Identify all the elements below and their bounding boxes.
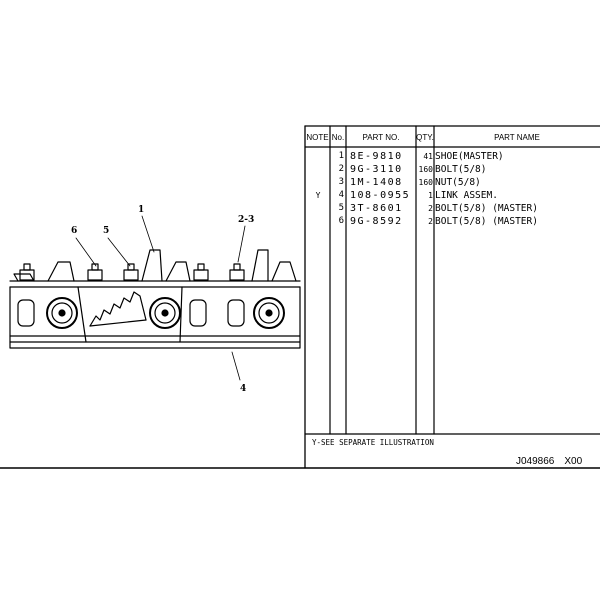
row-note: [308, 202, 328, 215]
header-part-no: PART NO.: [362, 132, 400, 142]
row-note: [308, 163, 328, 176]
header-part-name: PART NAME: [494, 132, 540, 142]
row-qty: 160: [418, 178, 433, 187]
row-part-no: 3T-8601: [350, 203, 403, 214]
row-number: 6: [338, 216, 344, 226]
row-number: 2: [338, 164, 344, 174]
header-note: NOTE: [306, 132, 329, 142]
row-note: [308, 176, 328, 189]
row-part-name: BOLT(5/8) (MASTER): [435, 216, 538, 227]
document-number: J049866: [516, 456, 555, 467]
row-part-name: LINK ASSEM.: [435, 190, 498, 201]
header-no: No.: [331, 132, 345, 142]
row-part-no: 1M-1408: [350, 177, 403, 188]
row-number: 1: [338, 151, 344, 161]
callout-1: 1: [138, 205, 145, 215]
row-note: [308, 215, 328, 228]
row-number: 5: [338, 203, 344, 213]
row-part-name: BOLT(5/8): [435, 164, 487, 175]
footnote: Y-SEE SEPARATE ILLUSTRATION: [312, 438, 434, 447]
row-qty: 2: [428, 204, 433, 213]
row-part-name: SHOE(MASTER): [435, 151, 504, 162]
row-part-name: NUT(5/8): [435, 177, 481, 188]
document-reference: J049866 X00: [516, 456, 592, 467]
callout-5: 5: [103, 226, 110, 236]
row-number: 4: [338, 190, 344, 200]
document-code: X00: [564, 456, 583, 467]
row-part-no: 9G-3110: [350, 164, 403, 175]
row-qty: 2: [428, 217, 433, 226]
row-qty: 41: [423, 152, 433, 161]
row-part-name: BOLT(5/8) (MASTER): [435, 203, 538, 214]
callout-6: 6: [71, 226, 78, 236]
row-part-no: 8E-9810: [350, 151, 403, 162]
callout-2-3: 2-3: [238, 215, 255, 225]
row-qty: 1: [428, 191, 433, 200]
row-number: 3: [338, 177, 344, 187]
callout-4: 4: [240, 384, 247, 394]
row-part-no: 9G-8592: [350, 216, 403, 227]
row-part-no: 108-0955: [350, 190, 411, 201]
header-qty: QTY.: [416, 132, 434, 142]
row-note: Y: [315, 191, 321, 200]
row-qty: 160: [418, 165, 433, 174]
row-note: [308, 150, 328, 163]
